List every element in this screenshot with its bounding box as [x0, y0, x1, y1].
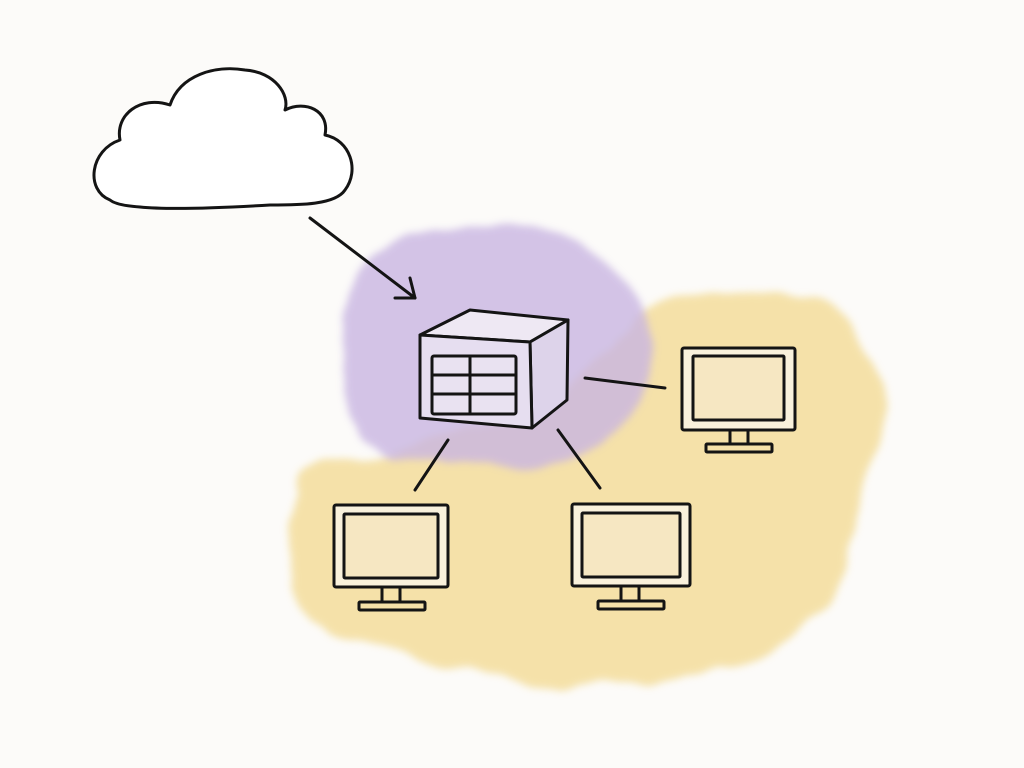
monitor-stand — [704, 442, 774, 454]
computer-bottom-center — [570, 502, 692, 611]
monitor-stand — [596, 599, 666, 611]
arrow-head — [393, 276, 417, 300]
edge-cloud-to-server — [308, 216, 417, 300]
edge-server-to-computer-right — [583, 376, 667, 390]
edge-server-to-computer-bottom-left — [413, 438, 450, 492]
computer-right — [680, 346, 797, 454]
monitor-stand — [357, 600, 427, 612]
monitor-screen — [691, 354, 786, 422]
monitor-screen — [342, 512, 440, 580]
cloud-icon — [92, 67, 354, 210]
monitor-screen — [580, 511, 682, 579]
edge-server-to-computer-bottom-center — [556, 428, 602, 490]
server-rack-panel — [430, 354, 518, 416]
server-icon — [418, 308, 570, 430]
computer-bottom-left — [332, 503, 450, 612]
